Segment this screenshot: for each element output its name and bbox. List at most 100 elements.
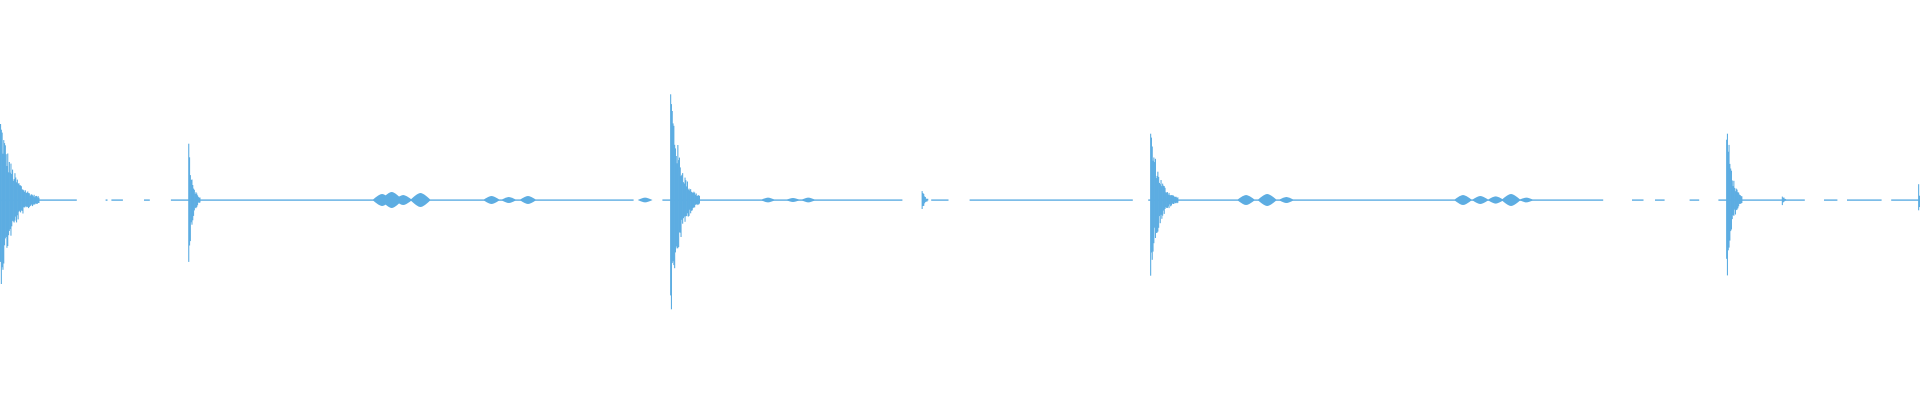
transient-sample [691,192,693,211]
transient-sample [1168,192,1170,209]
transient-sample [674,144,676,269]
transient-sample [198,197,200,203]
transient-sample [190,180,192,223]
transient-sample [1165,192,1167,208]
transient-sample [1158,182,1160,217]
baseline-segment [1824,199,1838,201]
transient-sample [13,179,15,223]
transient-sample [1736,189,1738,210]
transient-sample [1166,192,1168,208]
transient-sample [20,185,22,213]
transient-sample [36,195,38,204]
transient-sample [670,104,672,310]
transient-sample [1,132,3,268]
transient-sample [35,196,37,204]
transient-sample [7,153,9,246]
transient-sample [196,193,198,208]
transient-sample [34,197,36,205]
transient-sample [32,196,34,205]
baseline-segment [1847,199,1882,201]
waveform-burst [501,197,517,203]
transient-sample [1741,196,1743,203]
transient-sample [1918,195,1920,208]
transient-sample [36,197,38,204]
waveform-burst [637,197,653,203]
transient-sample [925,198,927,202]
transient-sample [21,189,23,211]
transient-sample [924,197,926,203]
transient-sample [199,197,201,203]
transient-sample [1737,192,1739,209]
transient-sample [1176,198,1178,204]
transient-sample [6,166,8,248]
transient-sample [1733,180,1735,216]
transient-sample [0,129,2,284]
waveform-burst [1501,194,1521,206]
waveform-burst [380,192,403,208]
baseline-segment [111,199,123,201]
transient-sample [194,193,196,208]
waveform-transients [0,94,1920,310]
transient-sample [927,198,929,201]
transient-sample [677,145,679,249]
transient-sample [8,172,10,236]
transient-sample [26,192,28,207]
transient-sample [921,191,923,209]
transient-sample [698,195,700,204]
transient-sample [1152,160,1154,252]
transient-sample [189,157,191,246]
transient-sample [1167,194,1169,207]
transient-sample [2,153,4,270]
baseline-segment [662,199,903,201]
transient-sample [1174,196,1176,204]
baseline-segment [1632,199,1644,201]
transient-sample [1163,186,1165,214]
transient-sample [923,194,925,206]
transient-sample [1171,195,1173,204]
transient-sample [673,125,675,266]
transient-sample [27,191,29,208]
transient-sample [1730,170,1732,230]
transient-sample [1160,180,1162,215]
waveform-burst [519,196,537,204]
transient-sample [1728,144,1730,248]
waveform-burst [785,198,801,202]
transient-sample [24,190,26,207]
transient-sample [922,193,924,206]
transient-sample [197,195,199,206]
waveform-burst [800,197,816,203]
transient-sample [1155,178,1157,233]
transient-sample [1153,157,1155,244]
waveform-burst [1237,195,1256,205]
waveform-burst [483,196,500,204]
baseline-segment [1891,199,1920,201]
transient-sample [682,173,684,224]
waveform-burst [1518,197,1534,203]
transient-sample [1729,163,1731,241]
transient-sample [1918,184,1920,211]
transient-sample [1781,196,1783,206]
baseline-segment [969,199,1133,201]
transient-sample [197,196,199,203]
transient-sample [1738,194,1740,204]
transient-sample [1730,168,1732,232]
waveform-transient [188,143,201,262]
transient-sample [28,193,30,209]
transient-sample [14,173,16,221]
transient-sample [695,193,697,204]
transient-sample [0,124,2,262]
transient-sample [28,193,30,208]
transient-sample [671,111,673,264]
transient-sample [1164,187,1166,209]
transient-sample [670,94,672,296]
waveform-burst [760,197,776,203]
transient-sample [1734,187,1736,210]
transient-sample [1161,186,1163,219]
transient-sample [30,194,32,206]
transient-sample [672,123,674,262]
baseline-segment [931,199,949,201]
waveform-transient [921,191,929,209]
waveform-burst [1454,195,1473,205]
transient-sample [682,182,684,219]
